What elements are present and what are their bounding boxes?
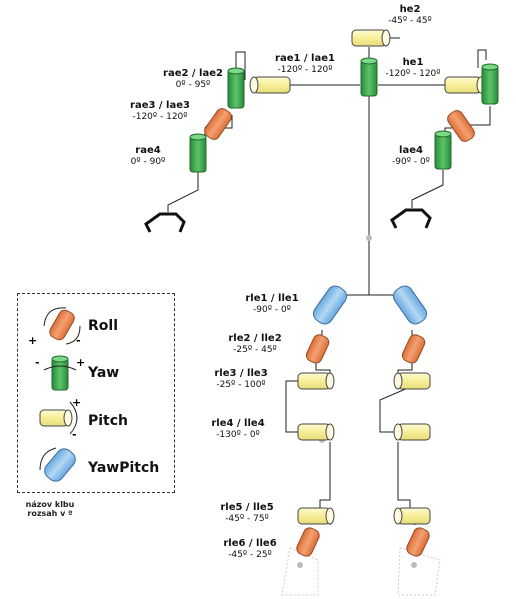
label-rae2-name: rae2 / lae2 — [163, 68, 223, 79]
label-he1: he1 -120º - 120º — [378, 57, 448, 79]
label-rle1-name: rle1 / lle1 — [245, 293, 299, 304]
label-rle6-range: -45º - 25º — [228, 549, 272, 560]
label-rle5-range: -45º - 75º — [225, 513, 269, 524]
joint-lle2 — [401, 334, 426, 364]
left-gripper — [390, 208, 432, 229]
roll-minus-sign: - — [76, 334, 81, 347]
legend-roll-label: Roll — [88, 318, 118, 334]
label-he2-range: -45º - 45º — [388, 15, 432, 26]
label-rle4-range: -130º - 0º — [216, 429, 260, 440]
roll-icon — [43, 307, 81, 345]
pitch-minus-sign: - — [72, 428, 77, 441]
joint-lae1 — [444, 76, 486, 94]
label-he1-name: he1 — [402, 57, 424, 68]
joint-rle1 — [312, 285, 348, 325]
label-rae1-range: -120º - 120º — [277, 64, 333, 75]
joint-rae1 — [249, 76, 291, 94]
label-lae4: lae4 -90º - 0º — [386, 145, 436, 167]
label-rle3-name: rle3 / lle3 — [214, 368, 268, 379]
label-rae4: rae4 0º - 90º — [118, 145, 178, 167]
label-rae3-range: -120º - 120º — [132, 111, 188, 122]
legend-caption-joint-name: názov klbu — [25, 500, 75, 509]
label-rae3-name: rae3 / lae3 — [130, 100, 190, 111]
roll-plus-sign: + — [28, 334, 38, 347]
joint-lae2 — [481, 63, 499, 105]
label-rle4: rle4 / lle4 -130º - 0º — [196, 418, 280, 440]
label-rle6: rle6 / lle6 -45º - 25º — [208, 538, 292, 560]
joint-rle3 — [297, 372, 335, 390]
label-rae1-name: rae1 / lae1 — [275, 53, 335, 64]
joint-rae4 — [189, 133, 207, 173]
legend-yaw-label: Yaw — [88, 365, 120, 381]
label-lae4-name: lae4 — [399, 145, 423, 156]
label-rle3-range: -25º - 100º — [216, 379, 266, 390]
label-lae4-range: -90º - 0º — [392, 156, 430, 167]
joint-he2 — [351, 29, 391, 47]
label-he2-name: he2 — [399, 4, 421, 15]
label-rae4-name: rae4 — [135, 145, 161, 156]
legend-caption: názov klbu rozsah v º — [20, 500, 80, 518]
label-rle3: rle3 / lle3 -25º - 100º — [196, 368, 286, 390]
label-rle2: rle2 / lle2 -25º - 45º — [218, 333, 292, 355]
joint-lle4 — [393, 423, 431, 441]
label-rle2-range: -25º - 45º — [233, 344, 277, 355]
label-rle4-name: rle4 / lle4 — [211, 418, 265, 429]
label-rle1-range: -90º - 0º — [253, 304, 291, 315]
label-rae4-range: 0º - 90º — [130, 156, 166, 167]
pitch-plus-sign: + — [72, 396, 82, 409]
joint-rae2 — [227, 67, 245, 109]
label-rae2-range: 0º - 95º — [175, 79, 211, 90]
legend-box: Roll Yaw Pitch YawPitch — [17, 293, 175, 493]
yawpitch-icon — [39, 447, 76, 482]
label-rae3: rae3 / lae3 -120º - 120º — [122, 100, 198, 122]
joint-he1 — [360, 57, 378, 97]
joint-lle1 — [392, 285, 428, 325]
label-he1-range: -120º - 120º — [385, 68, 441, 79]
joint-rle4 — [297, 423, 335, 441]
label-he2: he2 -45º - 45º — [380, 4, 440, 26]
joint-lae4 — [434, 130, 452, 170]
label-rae2: rae2 / lae2 0º - 95º — [160, 68, 226, 90]
legend-yawpitch-label: YawPitch — [88, 460, 160, 476]
label-rle1: rle1 / lle1 -90º - 0º — [232, 293, 312, 315]
joint-lle6 — [406, 527, 430, 557]
legend-pitch-label: Pitch — [88, 413, 129, 429]
joint-lle5 — [393, 507, 431, 525]
joint-rle6 — [296, 527, 320, 557]
label-rle5: rle5 / lle5 -45º - 75º — [205, 502, 289, 524]
legend-caption-range: rozsah v º — [27, 509, 73, 518]
yaw-plus-sign: + — [76, 356, 86, 369]
joint-rae3 — [204, 108, 232, 140]
label-rae1: rae1 / lae1 -120º - 120º — [265, 53, 345, 75]
label-rle5-name: rle5 / lle5 — [220, 502, 274, 513]
joint-rle2 — [305, 334, 330, 364]
joint-lle3 — [393, 372, 431, 390]
joint-rle5 — [297, 507, 335, 525]
yaw-minus-sign: - — [35, 356, 40, 369]
right-gripper — [144, 212, 186, 233]
yaw-icon — [43, 355, 77, 391]
pitch-icon — [39, 401, 78, 435]
label-rle6-name: rle6 / lle6 — [223, 538, 277, 549]
joint-lae3 — [447, 110, 475, 142]
label-rle2-name: rle2 / lle2 — [228, 333, 282, 344]
